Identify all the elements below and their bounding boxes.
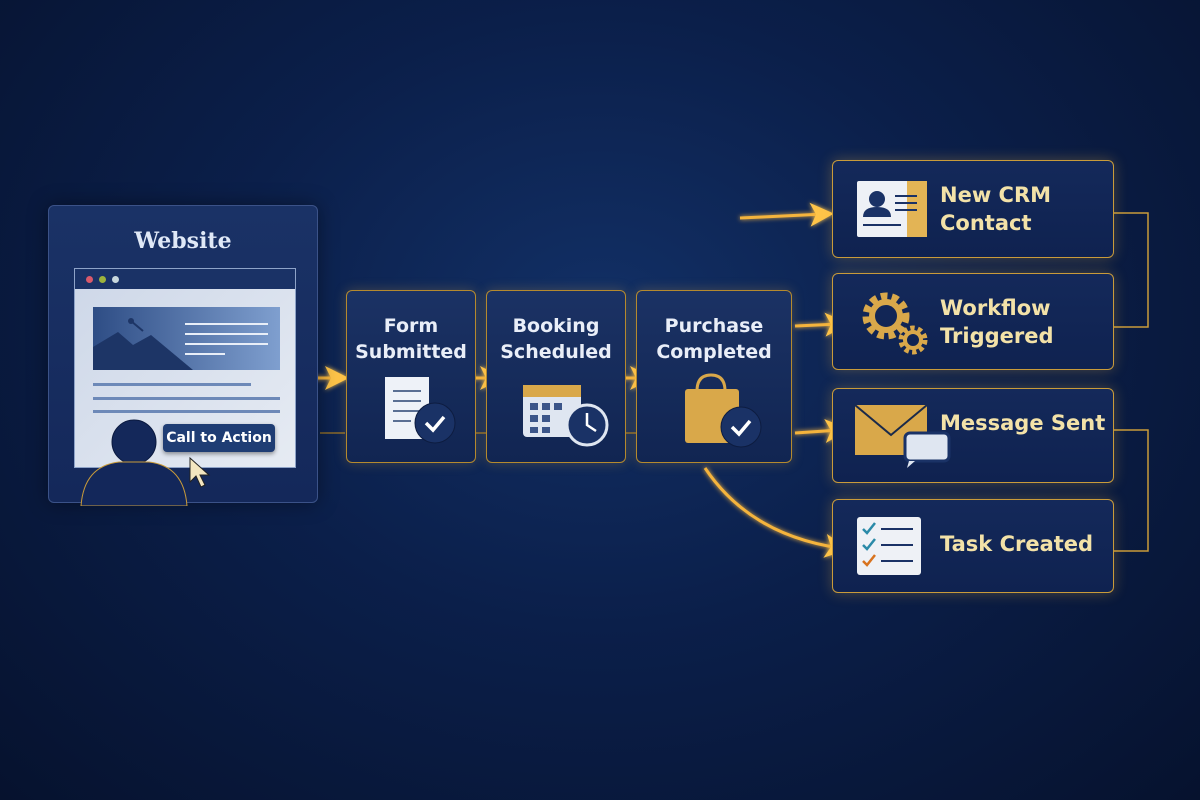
outcome-label-line2: Contact — [940, 211, 1032, 235]
outcome-label-line1: Workflow — [940, 296, 1051, 320]
step-label-line1: Booking — [512, 315, 600, 337]
connector-crm-workflow — [1114, 212, 1149, 328]
website-title: Website — [134, 228, 232, 254]
gears-icon — [862, 292, 928, 355]
outcome-message-sent: Message Sent — [832, 388, 1114, 483]
close-dot-icon — [86, 275, 93, 283]
checklist-icon — [857, 517, 921, 575]
step-label-line2: Scheduled — [500, 341, 612, 363]
browser-titlebar — [75, 269, 295, 289]
hero-image-icon — [93, 307, 280, 370]
call-to-action-button[interactable]: Call to Action — [163, 424, 275, 452]
connector-message-task — [1114, 429, 1149, 552]
cursor-icon — [189, 456, 211, 488]
step-label-line2: Submitted — [355, 341, 467, 363]
maximize-dot-icon — [112, 275, 119, 283]
envelope-chat-icon — [854, 404, 951, 468]
shopping-bag-check-icon — [685, 373, 762, 448]
arrow-purchase-to-task — [703, 467, 849, 558]
contact-card-icon — [857, 181, 927, 237]
user-silhouette-icon — [80, 419, 188, 506]
minimize-dot-icon — [99, 275, 106, 283]
outcome-task-created: Task Created — [832, 499, 1114, 593]
calendar-clock-icon — [523, 385, 609, 447]
step-label-line1: Form — [383, 315, 439, 337]
outcome-label-line1: Task Created — [940, 532, 1094, 556]
website-panel: Website Call to Action — [48, 205, 318, 506]
outcome-label-line1: New CRM — [940, 183, 1052, 207]
outcome-label-line1: Message Sent — [940, 411, 1106, 435]
step-label-line2: Completed — [656, 341, 772, 363]
step-label-line1: Purchase — [664, 315, 764, 337]
outcome-new-crm-contact: New CRM Contact — [832, 160, 1114, 258]
document-check-icon — [385, 377, 456, 444]
arrow-to-crm — [739, 202, 834, 227]
outcome-label-line2: Triggered — [940, 324, 1054, 348]
